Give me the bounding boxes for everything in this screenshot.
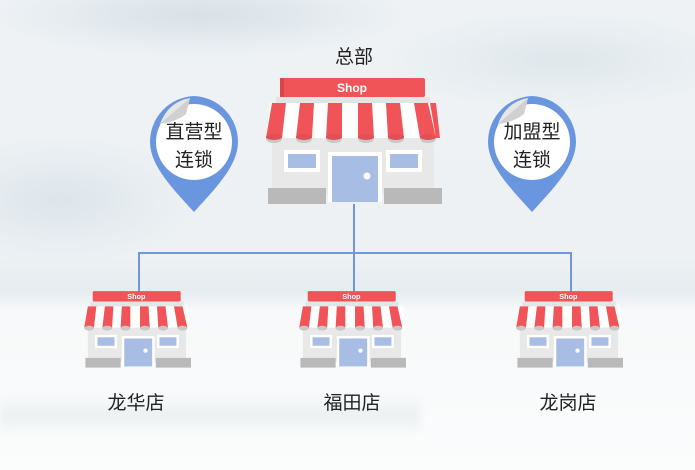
branch-label-longgang: 龙岗店 <box>539 392 597 414</box>
connector-vertical-hq <box>353 204 355 252</box>
map-pin-icon <box>487 96 576 212</box>
shop-sign-text: Shop <box>337 81 367 95</box>
connector-vertical-left <box>138 252 140 294</box>
branch-label-futian: 福田店 <box>323 392 381 414</box>
pin-line-1: 加盟型 <box>503 121 561 143</box>
headquarters-label: 总部 <box>334 46 374 68</box>
branch-shop-icon-futian: Shop <box>299 291 406 368</box>
branch-label-longhua: 龙华店 <box>107 392 165 414</box>
direct-chain-pin: 直营型 连锁 <box>146 94 242 214</box>
connector-horizontal <box>138 252 571 254</box>
connector-vertical-right <box>570 252 572 294</box>
franchise-chain-pin: 加盟型 连锁 <box>484 94 580 214</box>
background-haze <box>0 395 420 435</box>
branch-shop-icon-longgang: Shop <box>516 291 623 368</box>
pin-line-1: 直营型 <box>165 121 223 143</box>
pin-line-2: 连锁 <box>512 149 551 171</box>
svg-text:Shop: Shop <box>559 292 578 301</box>
branch-shop-icon-longhua: Shop <box>84 291 191 368</box>
headquarters-shop-icon: Shop <box>266 78 442 204</box>
svg-text:Shop: Shop <box>342 292 361 301</box>
svg-text:Shop: Shop <box>127 292 146 301</box>
map-pin-icon <box>149 96 239 212</box>
pin-line-2: 连锁 <box>174 149 213 171</box>
connector-vertical-center <box>353 252 355 294</box>
